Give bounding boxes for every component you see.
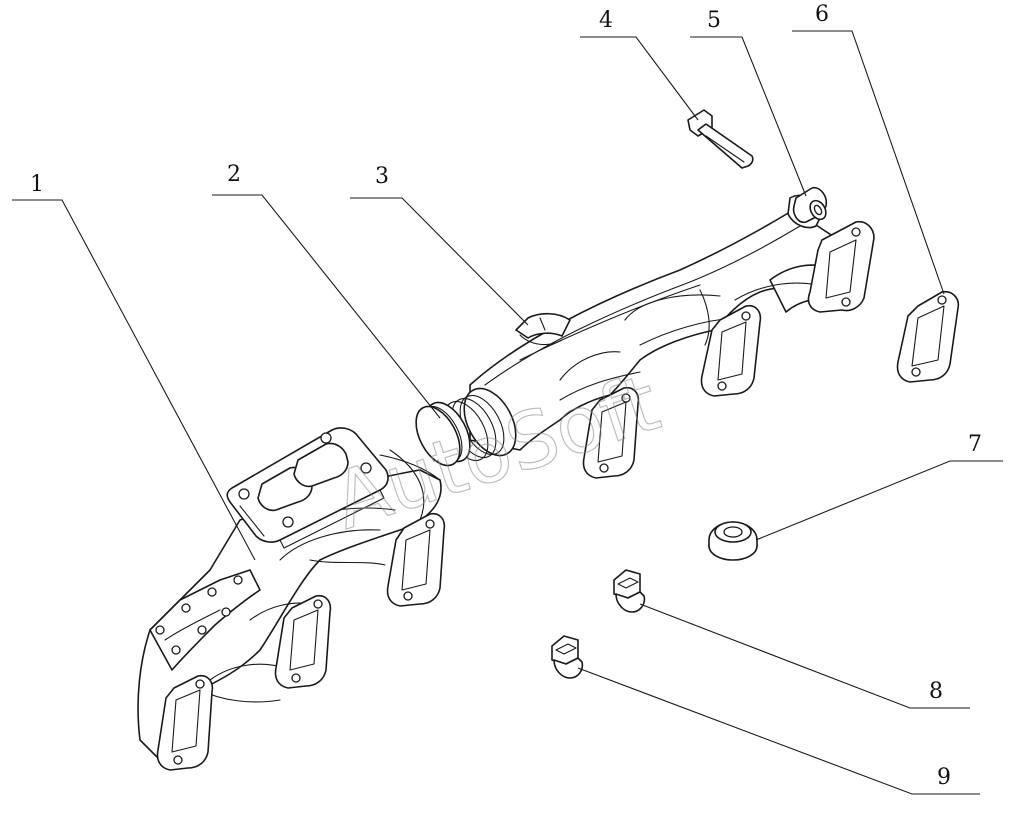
slip-joint-end: [443, 387, 517, 462]
callout-6: 6: [815, 2, 829, 27]
plug-2: [551, 635, 584, 679]
port-flange-front-3: [156, 674, 214, 771]
callout-1: 1: [30, 172, 44, 197]
callout-8: 8: [929, 679, 943, 704]
callout-7: 7: [968, 432, 982, 457]
callout-5: 5: [707, 8, 721, 33]
plug-1: [613, 569, 646, 613]
lifting-lug: [515, 312, 571, 346]
leader-lines: [12, 30, 1003, 795]
turbo-flange: [226, 427, 389, 549]
callout-numbers: 1 2 3 4 5 6 7 8 9: [30, 2, 982, 790]
bolt: [687, 109, 754, 169]
callout-2: 2: [227, 162, 241, 187]
gasket: [896, 290, 960, 383]
port-flange-rear-2: [700, 304, 762, 397]
callout-3: 3: [375, 164, 389, 189]
port-flange-rear-1: [807, 220, 875, 313]
flanged-nut: [708, 521, 758, 561]
port-flange-rear-3: [582, 386, 640, 479]
port-flange-front-1: [386, 512, 446, 607]
exhaust-manifold-front: [137, 427, 446, 771]
seal-rings: [415, 401, 471, 467]
callout-9: 9: [937, 765, 951, 790]
port-flange-front-2: [274, 594, 332, 689]
spacer-sleeve: [792, 186, 828, 224]
callout-4: 4: [599, 8, 613, 33]
